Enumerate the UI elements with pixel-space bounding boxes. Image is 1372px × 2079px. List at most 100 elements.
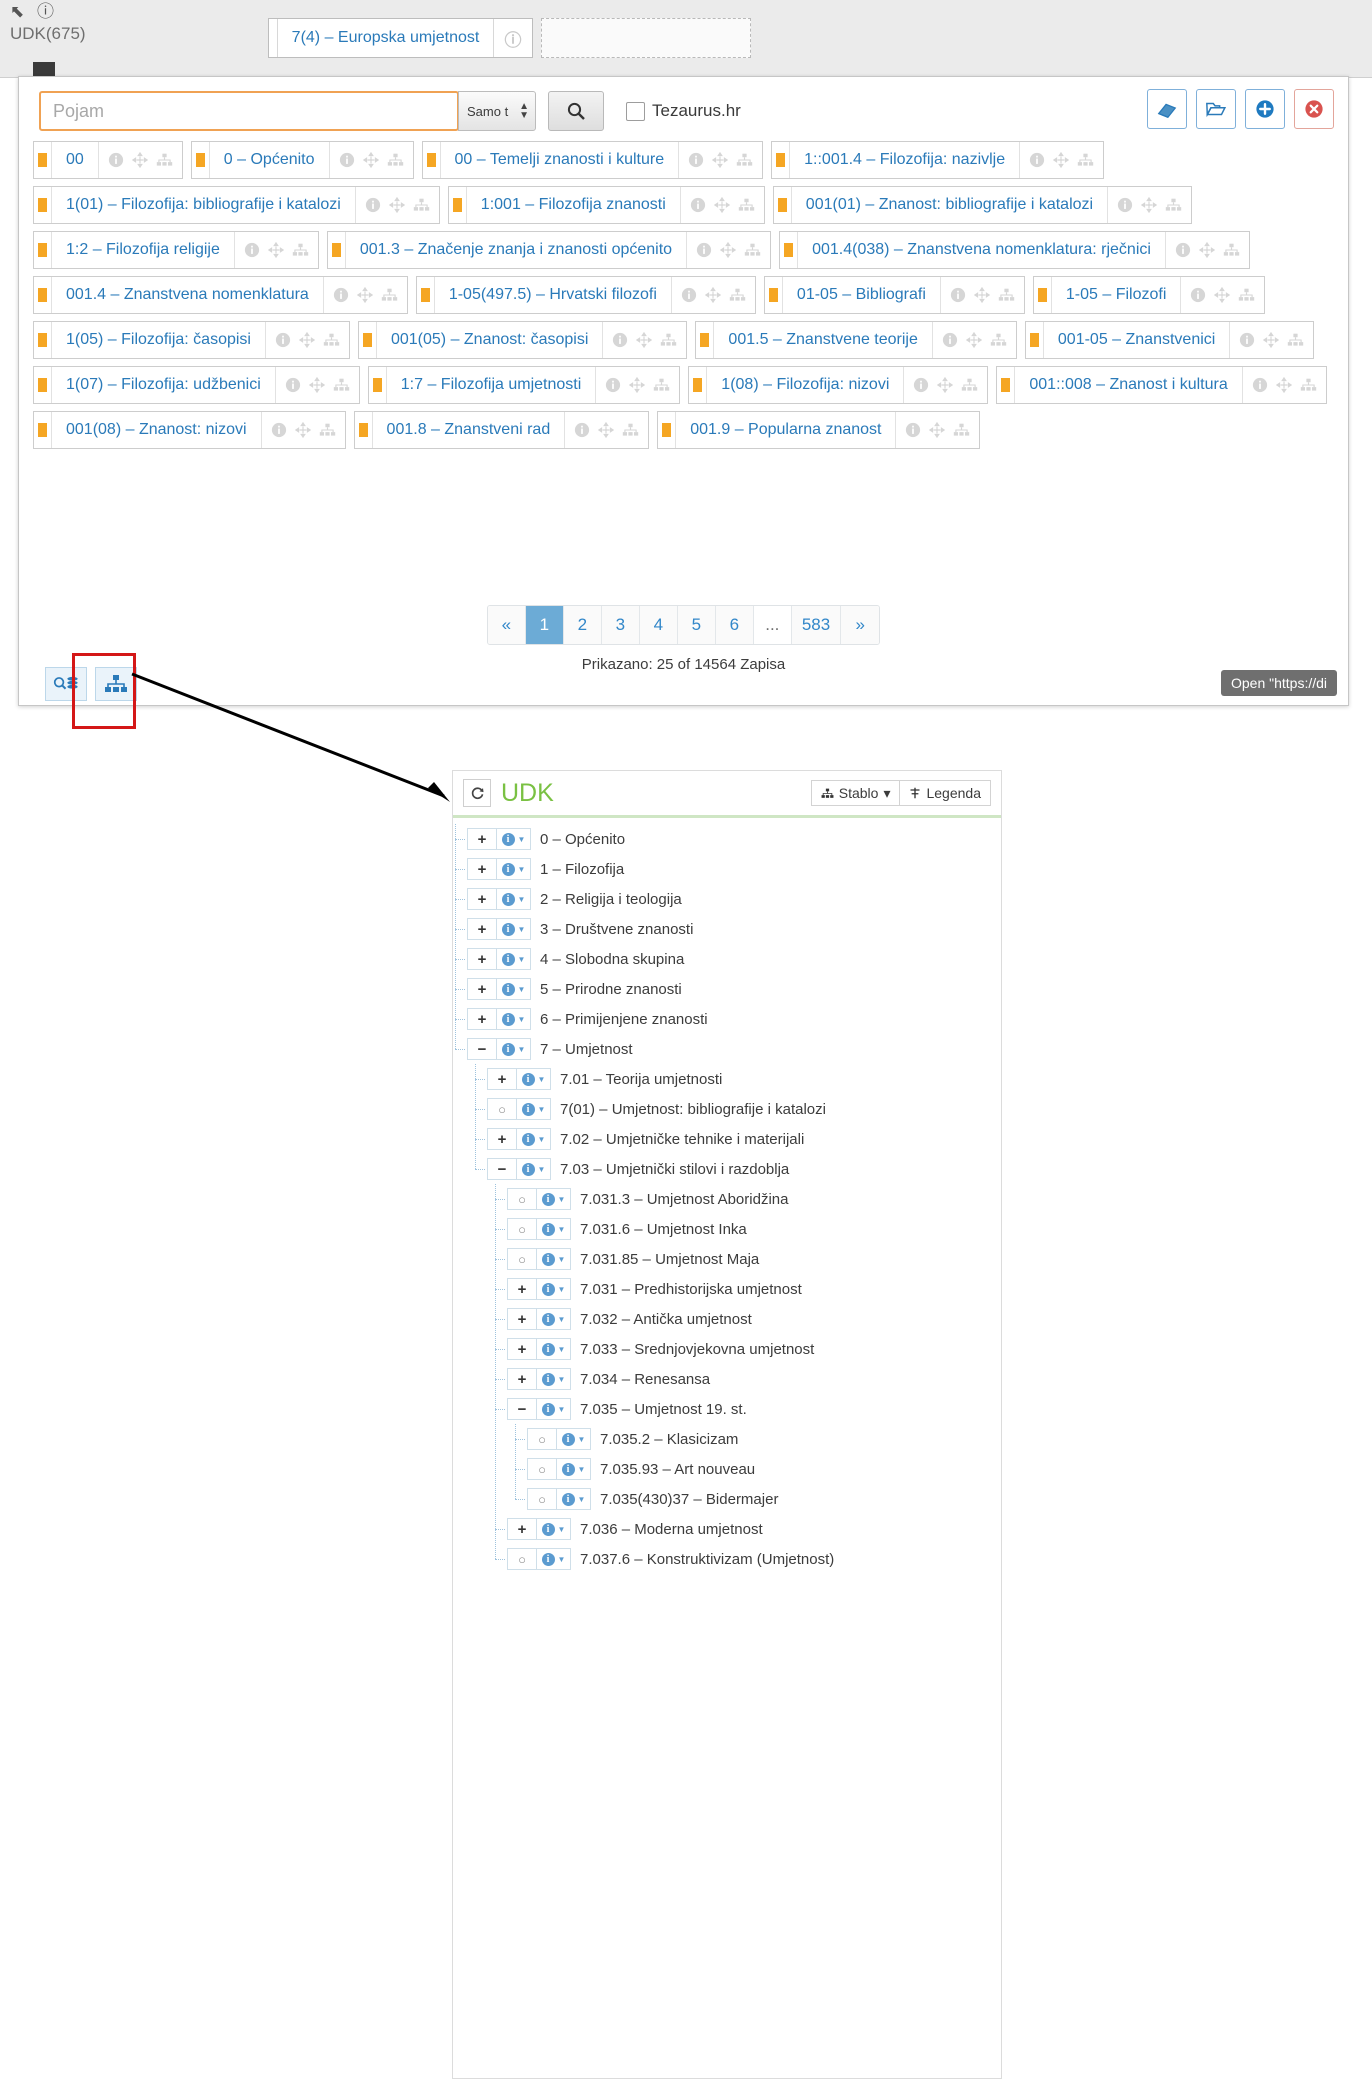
result-tag[interactable]: 001.4(038) – Znanstvena nomenklatura: rj… xyxy=(779,231,1250,269)
result-tag[interactable]: 1-05 – Filozofi xyxy=(1032,276,1266,314)
result-tag[interactable]: 1(08) – Filozofija: nizovi xyxy=(688,366,989,404)
move-icon[interactable] xyxy=(965,332,982,348)
tree-node[interactable]: +i▼0 – Općenito xyxy=(467,824,1001,854)
sitemap-icon[interactable] xyxy=(660,333,677,347)
sitemap-icon[interactable] xyxy=(381,288,398,302)
result-tag[interactable]: 1:7 – Filozofija umjetnosti xyxy=(367,366,681,404)
tree-node-info-button[interactable]: i▼ xyxy=(517,1158,551,1180)
tree-node[interactable]: +i▼4 – Slobodna skupina xyxy=(467,944,1001,974)
thesaurus-toggle[interactable]: Tezaurus.hr xyxy=(626,101,741,121)
tree-node-toggle[interactable]: + xyxy=(467,828,497,850)
tree-node-info-button[interactable]: i▼ xyxy=(557,1428,591,1450)
result-tag[interactable]: 001.3 – Značenje znanja i znanosti općen… xyxy=(326,231,772,269)
move-icon[interactable] xyxy=(131,152,148,168)
sitemap-icon[interactable] xyxy=(622,423,639,437)
tree-node-toggle[interactable]: + xyxy=(467,858,497,880)
move-icon[interactable] xyxy=(1263,332,1280,348)
result-tag[interactable]: 001(01) – Znanost: bibliografije i katal… xyxy=(772,186,1193,224)
move-icon[interactable] xyxy=(598,422,615,438)
tree-node-toggle[interactable]: ○ xyxy=(487,1098,517,1120)
tree-node-toggle[interactable]: + xyxy=(507,1278,537,1300)
legenda-button[interactable]: Legenda xyxy=(900,780,991,806)
tree-node[interactable]: ○i▼7.031.6 – Umjetnost Inka xyxy=(467,1214,1001,1244)
tree-view-toggle[interactable] xyxy=(95,667,137,701)
result-tag[interactable]: 1:2 – Filozofija religije xyxy=(33,231,319,269)
refresh-button[interactable] xyxy=(463,779,491,807)
tree-node-toggle[interactable]: + xyxy=(467,948,497,970)
tree-node[interactable]: ○i▼7.035.93 – Art nouveau xyxy=(467,1454,1001,1484)
tree-node-info-button[interactable]: i▼ xyxy=(537,1188,571,1210)
info-icon[interactable] xyxy=(574,422,590,438)
info-icon[interactable] xyxy=(905,422,921,438)
move-icon[interactable] xyxy=(636,332,653,348)
tree-node-toggle[interactable]: − xyxy=(507,1398,537,1420)
sitemap-icon[interactable] xyxy=(729,288,746,302)
tree-node-toggle[interactable]: ○ xyxy=(507,1248,537,1270)
move-icon[interactable] xyxy=(1053,152,1070,168)
tree-node[interactable]: +i▼7.032 – Antička umjetnost xyxy=(467,1304,1001,1334)
move-icon[interactable] xyxy=(973,287,990,303)
search-input[interactable] xyxy=(39,91,459,131)
sitemap-icon[interactable] xyxy=(319,423,336,437)
info-icon[interactable] xyxy=(1029,152,1045,168)
sitemap-icon[interactable] xyxy=(1238,288,1255,302)
tree-node[interactable]: +i▼7.034 – Renesansa xyxy=(467,1364,1001,1394)
result-tag[interactable]: 1(01) – Filozofija: bibliografije i kata… xyxy=(33,186,440,224)
tree-node[interactable]: ○i▼7.031.85 – Umjetnost Maja xyxy=(467,1244,1001,1274)
tree-node-toggle[interactable]: + xyxy=(507,1518,537,1540)
move-icon[interactable] xyxy=(298,332,315,348)
info-icon[interactable] xyxy=(1117,197,1133,213)
move-icon[interactable] xyxy=(629,377,646,393)
move-icon[interactable] xyxy=(362,152,379,168)
info-icon[interactable] xyxy=(1252,377,1268,393)
tree-node-info-button[interactable]: i▼ xyxy=(497,1038,531,1060)
move-icon[interactable] xyxy=(1214,287,1231,303)
tree-node[interactable]: ○i▼7.035(430)37 – Bidermajer xyxy=(467,1484,1001,1514)
tree-node-toggle[interactable]: ○ xyxy=(527,1488,557,1510)
result-tag[interactable]: 001.9 – Popularna znanost xyxy=(657,411,981,449)
folder-button[interactable] xyxy=(1196,89,1236,129)
tree-node-info-button[interactable]: i▼ xyxy=(537,1308,571,1330)
move-icon[interactable] xyxy=(1275,377,1292,393)
tree-node[interactable]: +i▼7.031 – Predhistorijska umjetnost xyxy=(467,1274,1001,1304)
sitemap-icon[interactable] xyxy=(1165,198,1182,212)
move-icon[interactable] xyxy=(356,287,373,303)
info-icon[interactable] xyxy=(275,332,291,348)
move-icon[interactable] xyxy=(713,197,730,213)
result-tag[interactable]: 1(05) – Filozofija: časopisi xyxy=(33,321,350,359)
search-button[interactable] xyxy=(548,91,604,131)
info-icon[interactable] xyxy=(605,377,621,393)
selected-term-chip[interactable]: 7(4) – Europska umjetnost ⓘ xyxy=(268,18,533,58)
sitemap-icon[interactable] xyxy=(653,378,670,392)
tree-node-info-button[interactable]: i▼ xyxy=(537,1398,571,1420)
tree-node[interactable]: +i▼1 – Filozofija xyxy=(467,854,1001,884)
result-tag[interactable]: 001-05 – Znanstvenici xyxy=(1024,321,1315,359)
tree-node[interactable]: −i▼7.03 – Umjetnički stilovi i razdoblja xyxy=(467,1154,1001,1184)
tree-node-info-button[interactable]: i▼ xyxy=(497,828,531,850)
info-icon[interactable] xyxy=(688,152,704,168)
pagination-page-1[interactable]: 1 xyxy=(525,606,564,644)
tree-node[interactable]: +i▼3 – Društvene znanosti xyxy=(467,914,1001,944)
result-tag[interactable]: 001(08) – Znanost: nizovi xyxy=(33,411,346,449)
pagination-page-2[interactable]: 2 xyxy=(563,606,602,644)
move-icon[interactable] xyxy=(929,422,946,438)
move-icon[interactable] xyxy=(1141,197,1158,213)
tree-node-toggle[interactable]: + xyxy=(467,888,497,910)
result-tag[interactable]: 001.4 – Znanstvena nomenklatura xyxy=(33,276,408,314)
info-icon[interactable] xyxy=(333,287,349,303)
tree-node-info-button[interactable]: i▼ xyxy=(557,1488,591,1510)
empty-term-slot[interactable] xyxy=(541,18,751,58)
tree-node[interactable]: +i▼7.01 – Teorija umjetnosti xyxy=(467,1064,1001,1094)
tree-node-toggle[interactable]: − xyxy=(487,1158,517,1180)
tree-node-toggle[interactable]: + xyxy=(467,978,497,1000)
eraser-button[interactable] xyxy=(1147,89,1187,129)
close-button[interactable] xyxy=(1294,89,1334,129)
result-tag[interactable]: 00 – Temelji znanosti i kulture xyxy=(421,141,764,179)
result-tag[interactable]: 1(07) – Filozofija: udžbenici xyxy=(33,366,360,404)
tree-node[interactable]: ○i▼7(01) – Umjetnost: bibliografije i ka… xyxy=(467,1094,1001,1124)
pagination-page-6[interactable]: 6 xyxy=(715,606,754,644)
sitemap-icon[interactable] xyxy=(1300,378,1317,392)
result-tag[interactable]: 001(05) – Znanost: časopisi xyxy=(357,321,688,359)
sitemap-icon[interactable] xyxy=(736,153,753,167)
add-button[interactable] xyxy=(1245,89,1285,129)
